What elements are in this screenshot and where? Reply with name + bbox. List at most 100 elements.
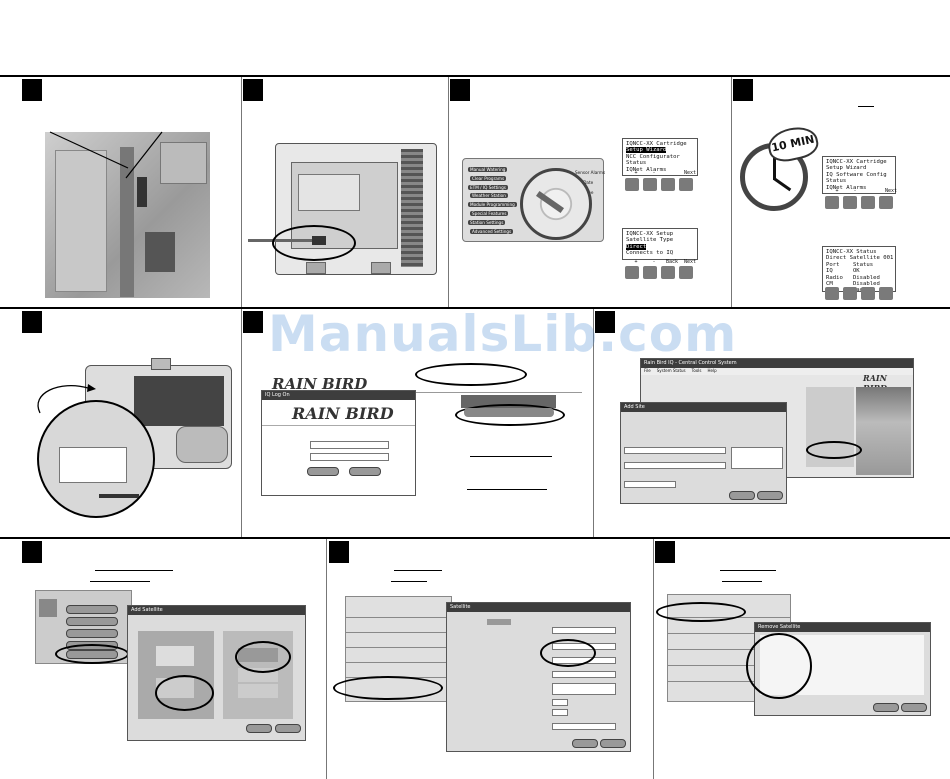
cancel-button[interactable] <box>901 703 927 712</box>
item-highlight <box>656 602 746 622</box>
dialog-titlebar: Add Site <box>621 403 786 412</box>
cancel-button[interactable] <box>275 724 301 733</box>
ok-button[interactable] <box>873 703 899 712</box>
dial-label: Clear Programs <box>470 175 507 181</box>
dial-label: Station Settings <box>468 219 506 225</box>
button-key[interactable] <box>843 196 857 209</box>
cancel-button[interactable] <box>349 467 381 476</box>
button-label: Next <box>884 188 898 194</box>
lcd-line: Radio Disabled <box>826 274 880 281</box>
dial-label: Sensor Alarms <box>575 170 606 175</box>
lcd-buttons-3[interactable] <box>825 196 893 209</box>
add-satellite-dialog: Add Satellite <box>127 605 306 741</box>
menu-item[interactable]: Tools <box>691 368 702 373</box>
site-field-3[interactable] <box>624 481 676 488</box>
col-divider <box>241 309 242 537</box>
button-label: + <box>634 170 638 176</box>
sidebar-button[interactable] <box>66 605 118 614</box>
cancel-button[interactable] <box>757 491 783 500</box>
password-input[interactable] <box>310 453 389 461</box>
step-marker <box>329 541 349 563</box>
badge-text: 10 MIN <box>770 132 816 155</box>
sat-field[interactable] <box>552 683 616 695</box>
ok-button[interactable] <box>729 491 755 500</box>
button-key[interactable] <box>625 178 639 191</box>
button-label: + <box>835 188 839 194</box>
underline <box>720 570 776 571</box>
lcd-line: CM Disabled <box>826 281 880 288</box>
site-notes-input[interactable] <box>731 447 783 469</box>
button-key[interactable] <box>679 178 693 191</box>
app-menubar: File System Status Tools Help <box>641 368 913 375</box>
ok-button[interactable] <box>246 724 272 733</box>
option-highlight <box>235 641 291 673</box>
col-divider <box>653 539 654 779</box>
lcd-line: IQNCC-XX Setup <box>626 231 674 237</box>
button-key[interactable] <box>861 287 875 300</box>
col-divider <box>731 77 732 307</box>
dialog-titlebar: Satellite <box>447 603 630 612</box>
lcd-line: Direct <box>626 243 647 250</box>
sat-field[interactable] <box>552 627 616 634</box>
menu-item[interactable] <box>464 408 554 417</box>
ok-button[interactable] <box>307 467 339 476</box>
lcd-buttons-1[interactable] <box>625 178 693 191</box>
rain-bird-logo: RAIN BIRD <box>292 404 394 423</box>
ok-button[interactable] <box>572 739 598 748</box>
button-key[interactable] <box>861 196 875 209</box>
sat-spinner[interactable] <box>552 709 568 716</box>
button-key[interactable] <box>825 287 839 300</box>
lcd-line: IQNCC-XX Cartridge <box>826 159 887 165</box>
button-key[interactable] <box>879 287 893 300</box>
lcd-line: Setup Wizard <box>626 147 667 154</box>
lcd-button-labels-1: +-Next <box>627 170 699 176</box>
lcd-line: IQ Software Config <box>826 171 887 178</box>
button-label <box>864 188 882 194</box>
button-key[interactable] <box>879 196 893 209</box>
dial-label: Special Features <box>470 211 509 216</box>
menu-item[interactable]: Help <box>707 368 717 373</box>
underline <box>90 581 150 582</box>
lcd-line: Satellite Type <box>626 237 674 244</box>
button-label: Back <box>665 259 679 265</box>
step-marker <box>22 311 42 333</box>
button-key[interactable] <box>825 196 839 209</box>
step-marker <box>450 79 470 101</box>
menu-highlight <box>415 363 527 386</box>
sat-spinner[interactable] <box>552 699 568 706</box>
rain-bird-logo: RAIN BIRD <box>272 375 368 393</box>
step-marker <box>243 79 263 101</box>
sidebar-button[interactable] <box>66 629 118 638</box>
zoom-arrow <box>37 384 96 414</box>
step-marker <box>733 79 753 101</box>
lcd-line: IQNCC-XX Status <box>826 249 877 255</box>
ten-min-badge: 10 MIN <box>765 123 821 165</box>
dial-label: Weather Station <box>470 193 508 199</box>
lcd-line: Direct Satellite 001 <box>826 255 894 262</box>
menu-item[interactable]: System Status <box>656 368 686 373</box>
dial-label: Manual Watering <box>468 167 508 172</box>
site-type-select[interactable] <box>624 462 726 469</box>
button-key[interactable] <box>661 178 675 191</box>
button-key[interactable] <box>643 266 657 279</box>
lcd-buttons-4[interactable] <box>825 287 893 300</box>
button-key[interactable] <box>625 266 639 279</box>
sat-select[interactable] <box>552 723 616 730</box>
underline <box>467 489 547 490</box>
site-name-input[interactable] <box>624 447 726 454</box>
connector-highlight <box>272 225 356 261</box>
menu-item-highlight <box>455 404 565 426</box>
button-key[interactable] <box>661 266 675 279</box>
button-key[interactable] <box>643 178 657 191</box>
lcd-buttons-2[interactable] <box>625 266 693 279</box>
username-input[interactable] <box>310 441 389 449</box>
button-key[interactable] <box>679 266 693 279</box>
sat-field[interactable] <box>552 671 616 678</box>
button-key[interactable] <box>843 287 857 300</box>
cancel-button[interactable] <box>600 739 626 748</box>
menu-item[interactable]: File <box>644 368 651 373</box>
sidebar-button[interactable] <box>66 617 118 626</box>
lcd-line: Status <box>626 160 647 167</box>
